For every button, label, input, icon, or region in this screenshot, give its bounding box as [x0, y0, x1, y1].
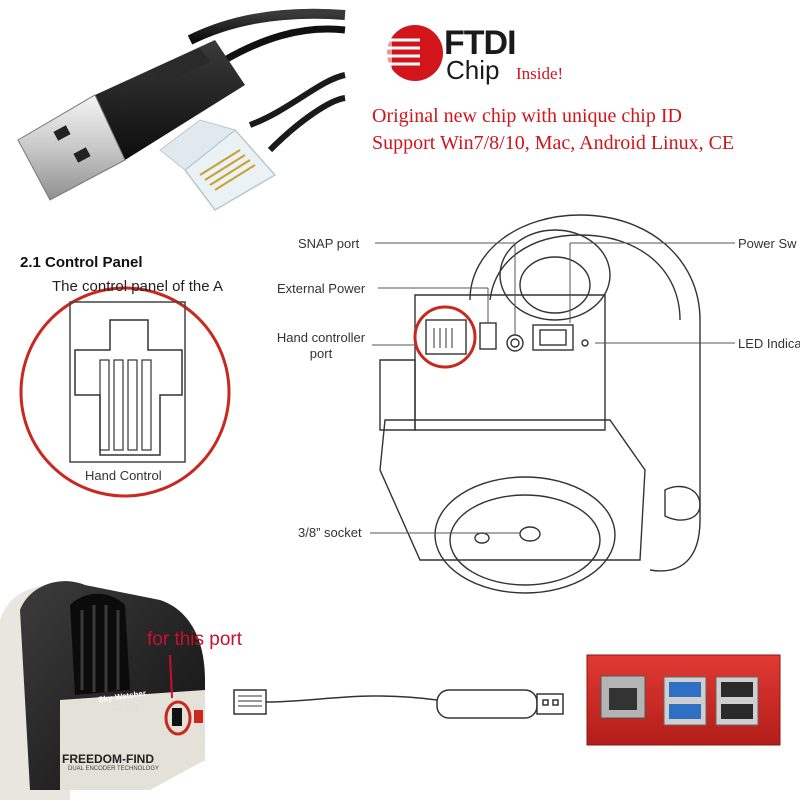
- mount-model-label: AZ-GTi: [112, 703, 138, 712]
- callout-power-switch: Power Sw: [738, 236, 797, 251]
- freedom-find-sub: DUAL ENCODER TECHNOLOGY: [68, 766, 160, 772]
- control-panel-subtext: The control panel of the A: [52, 278, 223, 295]
- callout-external-power: External Power: [277, 281, 366, 296]
- hand-control-port-zoom: [19, 286, 231, 498]
- ftdi-logo-mark: [372, 25, 443, 81]
- az-gti-mount-photo: [0, 581, 205, 800]
- ftdi-inside-text: Inside!: [516, 64, 564, 83]
- usb-rj-cable-photo: [0, 0, 346, 225]
- ftdi-chip-text: Chip: [446, 55, 500, 85]
- control-panel-heading: 2.1 Control Panel: [20, 254, 143, 271]
- callout-socket: 3/8” socket: [298, 525, 362, 540]
- ftdi-brand-text: FTDI: [444, 24, 517, 62]
- callout-hand-controller-port: Hand controller port: [276, 330, 366, 361]
- feature-chip-id: Original new chip with unique chip ID: [372, 105, 682, 127]
- raspberry-pi-case-photo: [586, 654, 781, 746]
- callout-leader-lines: [370, 242, 735, 534]
- hand-control-label: Hand Control: [85, 468, 162, 483]
- callout-led-indicator: LED Indica: [738, 336, 800, 351]
- mount-line-drawing: [379, 214, 701, 594]
- for-this-port-callout: for this port: [147, 629, 243, 650]
- feature-os-support: Support Win7/8/10, Mac, Android Linux, C…: [372, 132, 735, 154]
- callout-snap-port: SNAP port: [298, 236, 360, 251]
- cable-line-drawing: [233, 689, 564, 719]
- freedom-find-label: FREEDOM-FIND: [62, 752, 154, 766]
